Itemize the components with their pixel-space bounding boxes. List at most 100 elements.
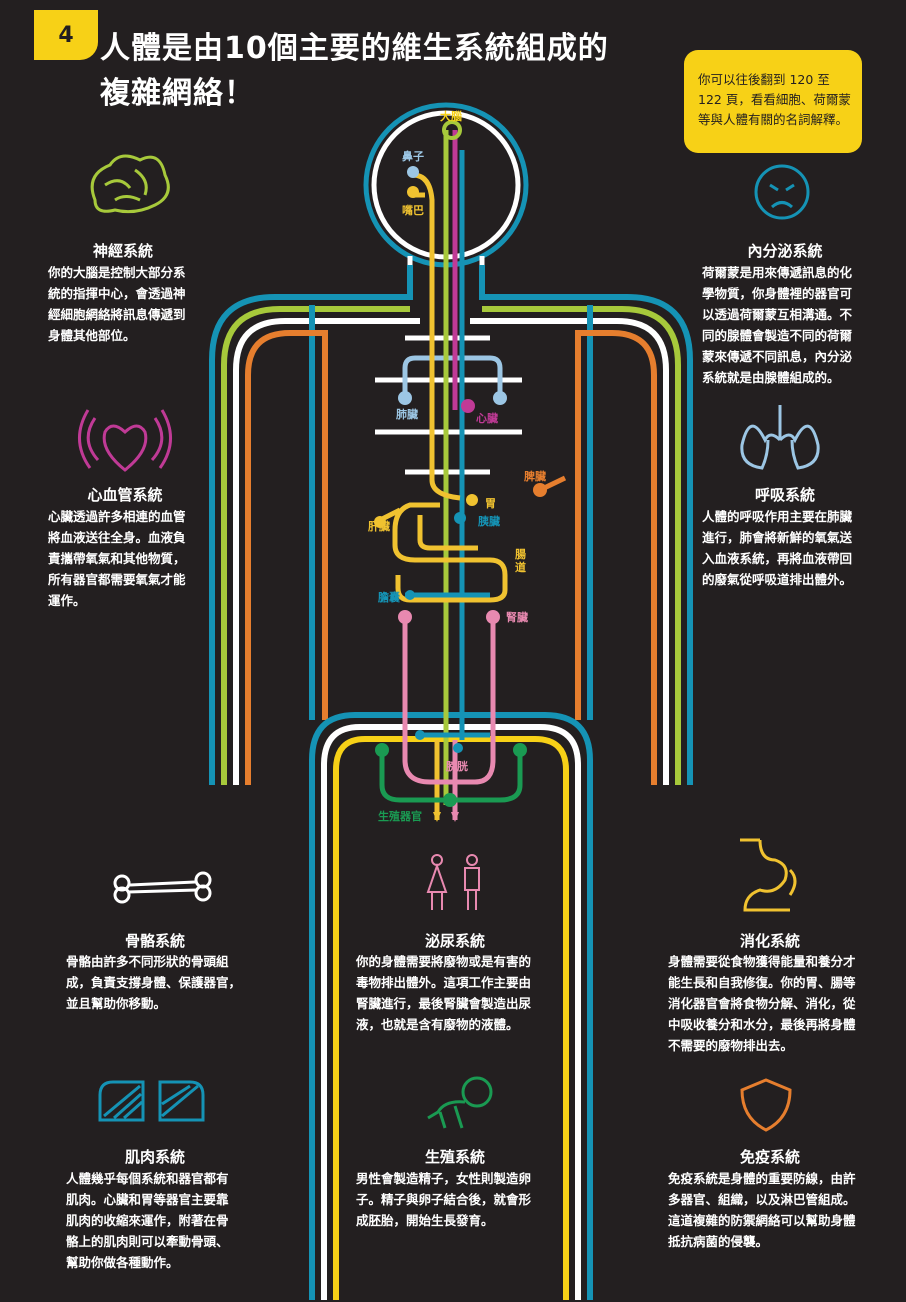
endocrine-line: 系統就是由腺體組成的。	[702, 370, 840, 385]
endocrine-system-title: 內分泌系統	[747, 242, 823, 260]
endocrine-line: 學物質，你身體裡的器官可	[702, 286, 853, 301]
angry-face-icon	[754, 164, 810, 220]
immune-system-body: 免疫系統是身體的重要防線，由許 多器官、組織，以及淋巴管組成。 這道複雜的防禦網…	[668, 1168, 893, 1252]
urinary-line	[402, 620, 496, 785]
skeletal-line: 成，負責支撐身體、保護器官，	[66, 975, 242, 990]
label-nose: 鼻子	[402, 150, 424, 163]
pancreas-node	[454, 512, 466, 524]
muscular-system-body: 人體幾乎每個系統和器官都有 肌肉。心臟和胃等器官主要靠 肌肉的收縮來運作，附著在…	[66, 1168, 276, 1273]
immune-line-text: 多器官、組織，以及淋巴管組成。	[668, 1192, 856, 1207]
nervous-line: 身體其他部位。	[48, 328, 136, 343]
page-number-badge: 4	[34, 10, 98, 60]
nervous-line: 統的指揮中心，會透過神	[48, 286, 186, 301]
immune-line-text: 抵抗病菌的侵襲。	[668, 1234, 769, 1249]
lungs-node	[398, 391, 412, 405]
digestive-system-title: 消化系統	[739, 932, 800, 950]
label-reproductive-organs: 生殖器官	[378, 810, 422, 823]
label-spleen: 脾臟	[524, 470, 546, 483]
cardio-line: 所有器官都需要氧氣才能	[48, 572, 186, 587]
immune-system-title: 免疫系統	[739, 1148, 800, 1166]
digestive-line: 能生長和自我修復。你的胃、腸等	[668, 975, 856, 990]
brain-icon	[90, 154, 170, 214]
nervous-system-body: 你的大腦是控制大部分系 統的指揮中心，會透過神 經細胞網絡將訊息傳遞到 身體其他…	[48, 262, 248, 346]
body-outline	[209, 265, 693, 1300]
cardio-line: 心臟透過許多相連的血管	[48, 509, 186, 524]
urinary-line: 腎臟進行，最後腎臟會製造出尿	[356, 996, 532, 1011]
immune-line-text: 免疫系統是身體的重要防線，由許	[668, 1171, 856, 1186]
intestine-line	[392, 502, 508, 603]
brain-node	[442, 120, 462, 140]
reproductive-system-title: 生殖系統	[424, 1148, 485, 1166]
kidney-node-left	[398, 610, 412, 624]
mouth-node	[407, 186, 419, 198]
muscular-line: 人體幾乎每個系統和器官都有	[66, 1171, 229, 1186]
stomach-node	[466, 494, 478, 506]
digestive-line: 身體需要從食物獲得能量和養分才	[668, 954, 856, 969]
skeletal-line: 並且幫助你移動。	[66, 996, 167, 1011]
cardiovascular-system-body: 心臟透過許多相連的血管 將血液送往全身。血液負 責攜帶氧氣和其他物質， 所有器官…	[48, 506, 248, 611]
respiratory-line: 進行，肺會將新鮮的氧氣送	[702, 530, 853, 545]
label-stomach: 胃	[485, 497, 496, 510]
respiratory-line: 的廢氣從呼吸道排出體外。	[702, 572, 853, 587]
urinary-line: 毒物排出體外。這項工作主要由	[356, 975, 532, 990]
shield-icon	[740, 1078, 792, 1132]
endocrine-line: 同的腺體會製造不同的荷爾	[702, 328, 853, 343]
urinary-line: 液，也就是含有廢物的液體。	[356, 1017, 519, 1032]
baby-icon	[427, 1076, 493, 1129]
urinary-line: 你的身體需要將廢物或是有害的	[356, 954, 532, 969]
cardio-line: 將血液送往全身。血液負	[48, 530, 186, 545]
label-gallbladder: 膽囊	[378, 591, 400, 604]
restroom-icon	[426, 854, 480, 910]
lungs-icon	[740, 405, 820, 470]
digestive-system-body: 身體需要從食物獲得能量和養分才 能生長和自我修復。你的胃、腸等 消化器官會將食物…	[668, 951, 893, 1056]
digestive-line	[412, 172, 461, 501]
reproductive-line-text: 子。精子與卵子結合後，就會形	[356, 1192, 532, 1207]
label-brain: 大腦	[440, 110, 462, 123]
label-mouth: 嘴巴	[402, 204, 424, 217]
muscular-line: 骼上的肌肉則可以牽動骨頭、	[66, 1234, 229, 1249]
bone-icon	[113, 871, 212, 904]
muscular-line: 幫助你做各種動作。	[66, 1255, 179, 1270]
label-heart: 心臟	[476, 412, 498, 425]
label-bladder: 膀胱	[446, 760, 468, 773]
digestive-line: 中吸收養分和水分，最後再將身體	[668, 1017, 856, 1032]
respiratory-system-body: 人體的呼吸作用主要在肺臟 進行，肺會將新鮮的氧氣送 入血液系統，再將血液帶回 的…	[702, 506, 902, 590]
digestive-line: 不需要的廢物排出去。	[668, 1038, 794, 1053]
endocrine-line: 蒙來傳遞不同訊息，內分泌	[702, 349, 853, 364]
label-lungs: 肺臟	[396, 408, 418, 421]
reproductive-line-text: 男性會製造精子，女性則製造卵	[356, 1171, 532, 1186]
digestive-line: 消化器官會將食物分解、消化，從	[668, 996, 856, 1011]
nose-node	[407, 166, 419, 178]
skeletal-system-title: 骨骼系統	[124, 932, 185, 950]
label-liver: 肝臟	[368, 520, 390, 533]
muscular-line: 肌肉。心臟和胃等器官主要靠	[66, 1192, 229, 1207]
label-kidney: 腎臟	[506, 611, 528, 624]
muscular-system-title: 肌肉系統	[124, 1148, 185, 1166]
reproductive-line-text: 成胚胎，開始生長發育。	[356, 1213, 494, 1228]
title-line-1: 人體是由10個主要的維生系統組成的	[100, 31, 609, 66]
skeletal-system-body: 骨骼由許多不同形狀的骨頭組 成，負責支撐身體、保護器官， 並且幫助你移動。	[66, 951, 276, 1014]
label-pancreas: 胰臟	[478, 515, 500, 528]
nervous-line: 經細胞網絡將訊息傳遞到	[48, 307, 186, 322]
spleen-node	[533, 483, 547, 497]
nervous-line: 你的大腦是控制大部分系	[48, 265, 186, 280]
endocrine-line: 荷爾蒙是用來傳遞訊息的化	[702, 265, 853, 280]
immune-line-text: 這道複雜的防禦網絡可以幫助身體	[668, 1213, 856, 1228]
muscular-line: 肌肉的收縮來運作，附著在骨	[66, 1213, 229, 1228]
skeletal-line: 骨骼由許多不同形狀的骨頭組	[66, 954, 229, 969]
respiratory-line: 入血液系統，再將血液帶回	[702, 551, 853, 566]
respiratory-system-title: 呼吸系統	[754, 486, 815, 504]
page-title: 人體是由10個主要的維生系統組成的 複雜網絡！	[100, 26, 609, 116]
liver-node	[374, 516, 386, 528]
note-box: 你可以往後翻到 120 至 122 頁，看看細胞、荷爾蒙等與人體有關的名詞解釋。	[684, 50, 862, 153]
heart-node	[461, 399, 475, 413]
title-line-2: 複雜網絡！	[100, 76, 255, 111]
cardiovascular-system-title: 心血管系統	[87, 486, 163, 504]
muscle-icon	[98, 1080, 205, 1122]
label-intestine: 腸道	[515, 548, 526, 574]
endocrine-system-body: 荷爾蒙是用來傳遞訊息的化 學物質，你身體裡的器官可 以透過荷爾蒙互相溝通。不 同…	[702, 262, 902, 388]
nervous-system-title: 神經系統	[92, 242, 153, 260]
respiratory-line: 人體的呼吸作用主要在肺臟	[702, 509, 853, 524]
urinary-system-body: 你的身體需要將廢物或是有害的 毒物排出體外。這項工作主要由 腎臟進行，最後腎臟會…	[356, 951, 576, 1035]
